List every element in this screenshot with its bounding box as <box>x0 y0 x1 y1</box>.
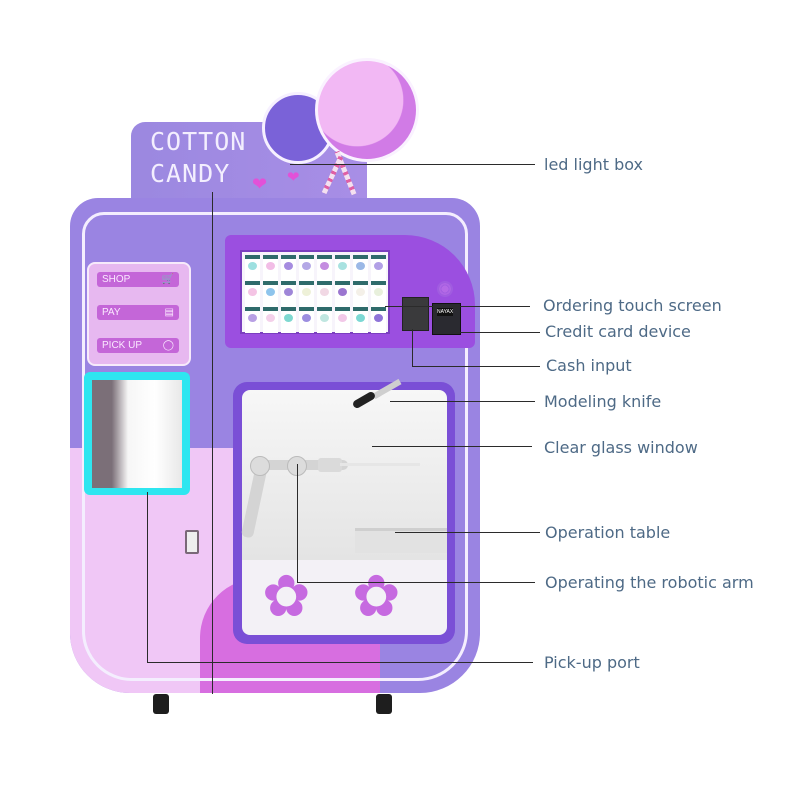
heart-icon: ❤ <box>252 174 268 194</box>
callout-line <box>147 492 148 662</box>
callout-cash-input: Cash input <box>546 356 632 375</box>
menu-item-pick-up[interactable]: PICK UP ◯ <box>97 338 179 353</box>
callout-line <box>395 532 540 533</box>
ordering-touch-screen[interactable] <box>240 250 390 334</box>
callout-credit-card-device: Credit card device <box>545 322 691 341</box>
flower-decoration-icon: ✿ <box>352 564 401 629</box>
robotic-arm-joint <box>250 456 270 476</box>
callout-line <box>290 164 535 165</box>
card-icon: ▤ <box>164 307 174 318</box>
menu-item-label: SHOP <box>102 274 131 285</box>
flower-decoration-icon: ✿ <box>262 564 311 629</box>
heart-icon: ❤ <box>287 169 300 186</box>
callout-line <box>412 329 413 366</box>
menu-item-pay[interactable]: PAY ▤ <box>97 305 179 320</box>
callout-led-light-box: led light box <box>544 155 643 174</box>
menu-item-label: PICK UP <box>102 340 143 351</box>
caster-wheel <box>153 694 169 714</box>
cash-input-slot[interactable] <box>402 297 429 331</box>
callout-line <box>412 366 540 367</box>
speaker-grille <box>437 281 453 297</box>
power-switch[interactable] <box>185 530 199 554</box>
card-device-screen: NAYAX <box>437 308 454 316</box>
cotton-candy-icon: ◯ <box>162 340 174 351</box>
caster-wheel <box>376 694 392 714</box>
credit-card-device[interactable] <box>432 303 461 335</box>
callout-operation-table: Operation table <box>545 523 671 542</box>
callout-line <box>455 332 540 333</box>
pink-cotton-candy-illustration <box>315 58 419 162</box>
callout-ordering-touch-screen: Ordering touch screen <box>543 296 722 315</box>
pick-up-port-opening <box>92 380 182 488</box>
cart-icon: 🛒 <box>161 274 174 285</box>
callout-modeling-knife: Modeling knife <box>544 392 662 411</box>
callout-line <box>147 662 533 663</box>
sign-text-line1: COTTON <box>150 127 247 156</box>
robotic-arm-stick <box>340 463 420 466</box>
menu-item-shop[interactable]: SHOP 🛒 <box>97 272 179 287</box>
callout-line <box>390 401 535 402</box>
callout-line <box>385 306 530 307</box>
callout-line <box>297 582 535 583</box>
sign-text-line2: CANDY <box>150 159 231 188</box>
menu-item-label: PAY <box>102 307 121 318</box>
callout-robotic-arm: Operating the robotic arm <box>545 573 754 592</box>
callout-clear-glass-window: Clear glass window <box>544 438 698 457</box>
robotic-arm-tool <box>318 458 342 472</box>
machine-menu-panel: SHOP 🛒 PAY ▤ PICK UP ◯ <box>87 262 191 366</box>
callout-line <box>372 446 532 447</box>
callout-line <box>212 192 213 694</box>
callout-line <box>297 464 298 582</box>
window-lower-panel <box>242 560 447 635</box>
callout-pick-up-port: Pick-up port <box>544 653 640 672</box>
